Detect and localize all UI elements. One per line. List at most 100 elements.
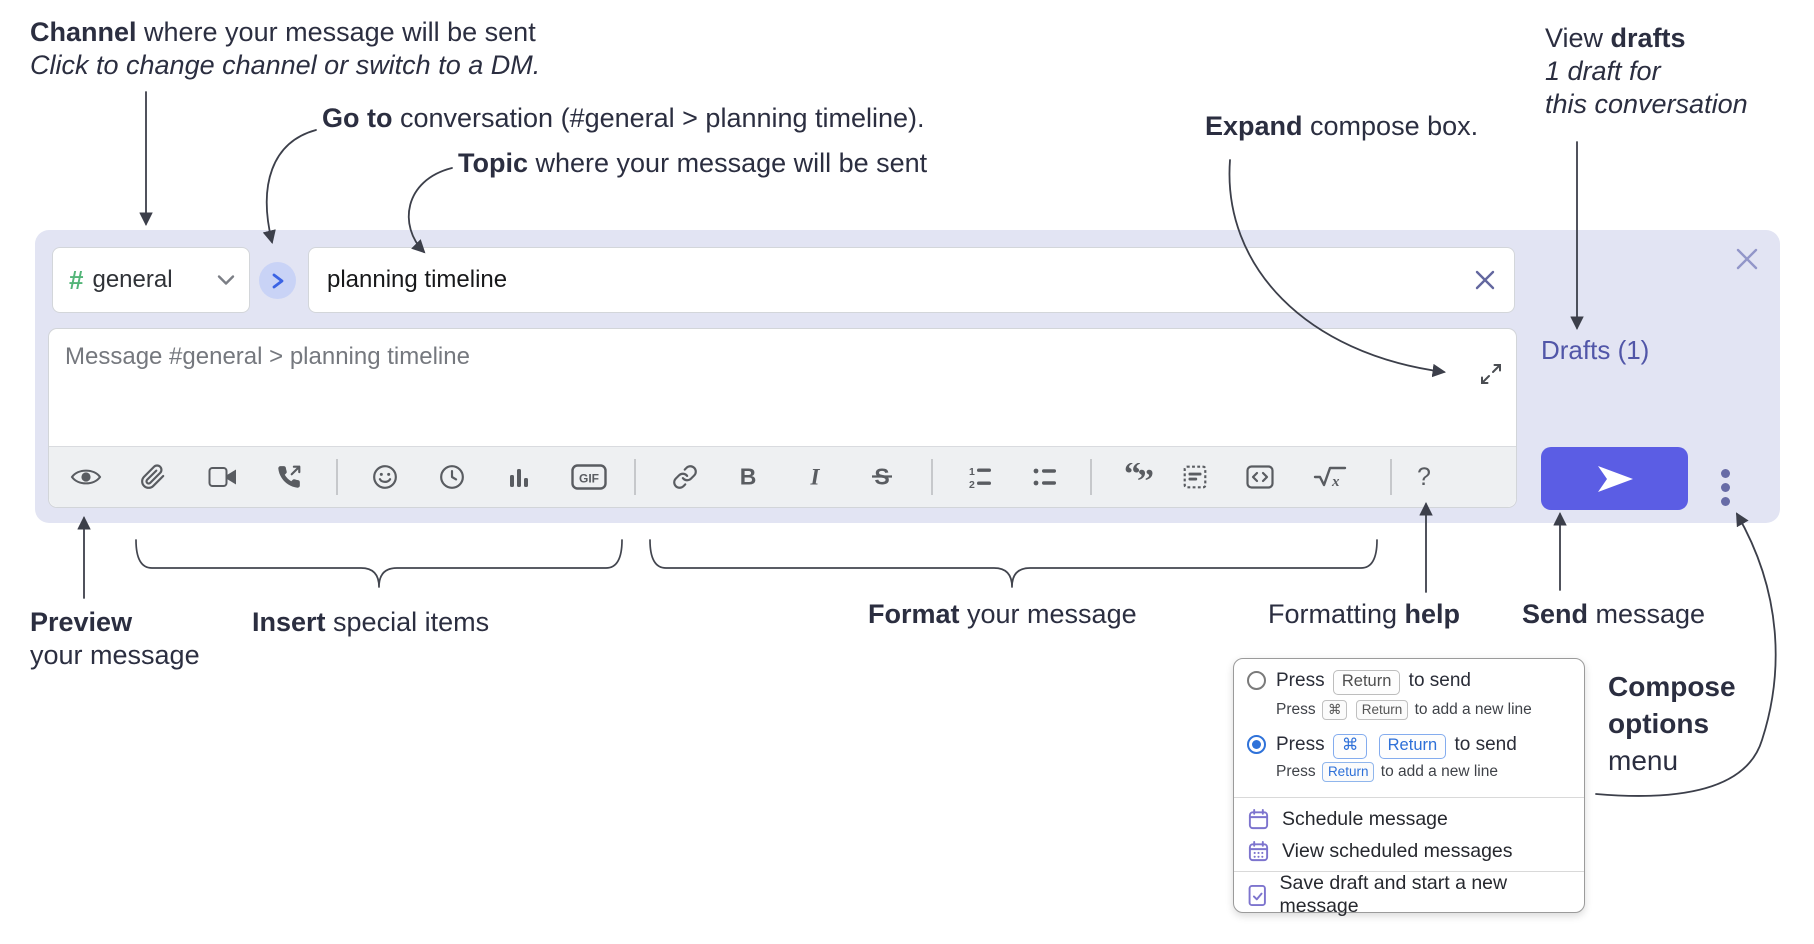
italic-button[interactable]: I <box>796 458 834 496</box>
send-button[interactable] <box>1541 447 1688 510</box>
menu-divider <box>1234 871 1584 872</box>
schedule-message-item[interactable]: Schedule message <box>1234 803 1584 835</box>
cmd-keycap: ⌘ <box>1321 700 1348 720</box>
topic-input[interactable] <box>325 265 1470 295</box>
chevron-down-icon <box>217 275 235 285</box>
return-keycap: Return <box>1332 670 1401 695</box>
format-annotation-bold: Format <box>868 599 960 629</box>
svg-text:“: “ <box>1124 463 1141 491</box>
question-mark-icon: ? <box>1417 463 1431 491</box>
format-annotation-rest: your message <box>959 599 1137 629</box>
compose-toolbar: GIF B <box>49 446 1516 507</box>
video-camera-icon <box>208 467 236 487</box>
add-global-time-button[interactable] <box>433 458 471 496</box>
bar-chart-icon <box>510 469 528 487</box>
brace-format <box>649 539 1378 588</box>
channel-selector[interactable]: # general <box>52 247 250 313</box>
compose-options-button[interactable] <box>1713 458 1737 516</box>
view-drafts-pre: View <box>1545 23 1611 53</box>
svg-text:1: 1 <box>969 466 975 478</box>
preview-button[interactable] <box>67 458 105 496</box>
view-drafts-annotation: View drafts 1 draft for this conversatio… <box>1545 22 1748 121</box>
brace-insert <box>135 539 623 588</box>
audio-call-button[interactable] <box>270 458 308 496</box>
goto-conversation-button[interactable] <box>259 262 296 299</box>
message-textarea[interactable] <box>49 329 1516 447</box>
return-keycap: Return <box>1355 700 1409 720</box>
expand-diagonal-icon <box>1481 364 1501 384</box>
topic-annotation: Topic where your message will be sent <box>458 147 927 180</box>
numbered-list-button[interactable]: 1 2 <box>961 458 999 496</box>
enter-sends-option[interactable]: Press Return to send <box>1234 667 1584 695</box>
expand-compose-button[interactable] <box>1478 361 1504 387</box>
channel-annotation-bold: Channel <box>30 17 137 47</box>
attach-file-button[interactable] <box>134 458 172 496</box>
menu-divider <box>1234 797 1584 798</box>
bold-icon: B <box>740 464 757 490</box>
drafts-link[interactable]: Drafts (1) <box>1541 335 1650 365</box>
format-annotation: Format your message <box>868 598 1137 631</box>
clock-icon <box>440 465 464 489</box>
option1-sub-tail: to add a new line <box>1414 701 1532 718</box>
topic-annotation-bold: Topic <box>458 148 528 178</box>
svg-text:GIF: GIF <box>579 472 599 486</box>
insert-annotation-bold: Insert <box>252 607 326 637</box>
svg-text:”: ” <box>1137 463 1154 491</box>
expand-annotation-rest: compose box. <box>1302 111 1479 141</box>
return-keycap: Return <box>1378 734 1447 759</box>
draft-document-icon <box>1248 884 1266 906</box>
strikethrough-icon: S <box>872 464 892 490</box>
channel-name: general <box>92 266 173 293</box>
schedule-message-label: Schedule message <box>1282 807 1448 830</box>
spoiler-icon <box>1183 465 1207 489</box>
close-compose-button[interactable] <box>1730 242 1764 276</box>
bulleted-list-button[interactable] <box>1026 458 1064 496</box>
option2-tail: to send <box>1454 734 1517 755</box>
svg-text:I: I <box>810 465 821 490</box>
calendar-icon <box>1248 808 1269 829</box>
compose-box: # general <box>35 230 1780 523</box>
channel-annotation: Channel where your message will be sent … <box>30 16 540 82</box>
toolbar-divider <box>634 459 636 495</box>
paperclip-icon <box>141 464 165 489</box>
numbered-list-icon: 1 2 <box>969 466 991 490</box>
preview-annotation-line2: your message <box>30 640 200 670</box>
video-call-button[interactable] <box>204 458 242 496</box>
link-icon <box>673 465 697 489</box>
add-poll-button[interactable] <box>500 458 538 496</box>
dot-icon <box>1720 482 1730 492</box>
view-drafts-bold: drafts <box>1610 23 1686 53</box>
add-gif-button[interactable]: GIF <box>570 458 608 496</box>
compose-options-line1: Compose <box>1608 671 1736 702</box>
option2-press: Press <box>1276 734 1325 755</box>
spoiler-button[interactable] <box>1176 458 1214 496</box>
svg-text:?: ? <box>1417 463 1431 491</box>
option1-press: Press <box>1276 670 1325 691</box>
math-button[interactable]: x <box>1311 458 1349 496</box>
emoji-button[interactable] <box>366 458 404 496</box>
send-annotation-bold: Send <box>1522 599 1589 629</box>
view-scheduled-item[interactable]: View scheduled messages <box>1234 835 1584 867</box>
clear-topic-button[interactable] <box>1470 265 1500 295</box>
save-draft-label: Save draft and start a new message <box>1279 872 1508 917</box>
strikethrough-button[interactable]: S <box>863 458 901 496</box>
toolbar-divider <box>336 459 338 495</box>
radio-selected-icon[interactable] <box>1247 735 1266 754</box>
bold-button[interactable]: B <box>729 458 767 496</box>
expand-annotation-bold: Expand <box>1205 111 1303 141</box>
help-annotation: Formatting help <box>1268 598 1460 631</box>
save-draft-item[interactable]: Save draft and start a new message <box>1234 872 1584 917</box>
cmd-enter-sends-option[interactable]: Press ⌘ Return to send <box>1234 731 1584 759</box>
calendar-grid-icon <box>1248 840 1269 861</box>
link-button[interactable] <box>666 458 704 496</box>
formatting-help-button[interactable]: ? <box>1405 458 1443 496</box>
radio-unselected-icon[interactable] <box>1247 671 1266 690</box>
return-keycap: Return <box>1321 762 1375 782</box>
code-button[interactable] <box>1241 458 1279 496</box>
toolbar-divider <box>1390 459 1392 495</box>
channel-annotation-sub: Click to change channel or switch to a D… <box>30 50 541 80</box>
chevron-right-icon <box>272 273 283 288</box>
compose-options-menu: Press Return to send Press ⌘ Return to a… <box>1233 658 1585 917</box>
quote-button[interactable]: “ ” <box>1120 458 1158 496</box>
toolbar-divider <box>931 459 933 495</box>
